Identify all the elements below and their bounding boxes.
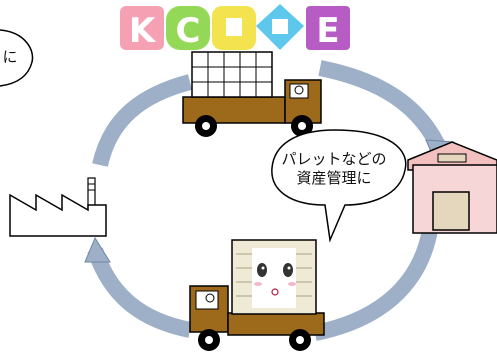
warehouse-door (432, 191, 470, 231)
logo-letter-c (166, 6, 210, 50)
pallet-mouth (271, 288, 279, 296)
speech-bubble-edge-text: に (2, 48, 18, 66)
warehouse-sign (437, 153, 467, 163)
arrowhead-left (84, 236, 111, 263)
speech-bubble-main (271, 129, 407, 243)
svg-text:K: K (129, 11, 157, 51)
cycle-arrows (87, 60, 448, 341)
factory-chimney (87, 177, 96, 209)
speech-bubble-main-text: パレットなどの 資産管理に (275, 150, 393, 188)
factory (9, 177, 107, 237)
cycle-arrow-top-right (318, 60, 448, 154)
bubble-main-line2: 資産管理に (296, 168, 372, 187)
cycle-arrow-top-left (92, 74, 193, 167)
cycle-arrow-bottom-right (313, 228, 438, 341)
speech-bubble-edge (0, 29, 34, 87)
svg-text:C: C (176, 11, 201, 51)
pallet-eye-right (283, 263, 293, 277)
bottom-truck (189, 239, 325, 351)
cycle-arrow-bottom-left (87, 247, 192, 338)
logo-letter-e (306, 6, 350, 50)
top-truck (182, 51, 322, 137)
factory-body (9, 193, 107, 237)
bottom-truck-bed (227, 312, 325, 336)
warehouse (407, 141, 497, 234)
svg-text:E: E (316, 11, 339, 51)
crate-grid (191, 51, 273, 98)
bubble-main-line1: パレットなどの (281, 150, 387, 168)
logo-letter-k (120, 6, 164, 50)
kcooe-logo: K C E (120, 4, 350, 51)
pallet-eye-left (257, 263, 267, 277)
